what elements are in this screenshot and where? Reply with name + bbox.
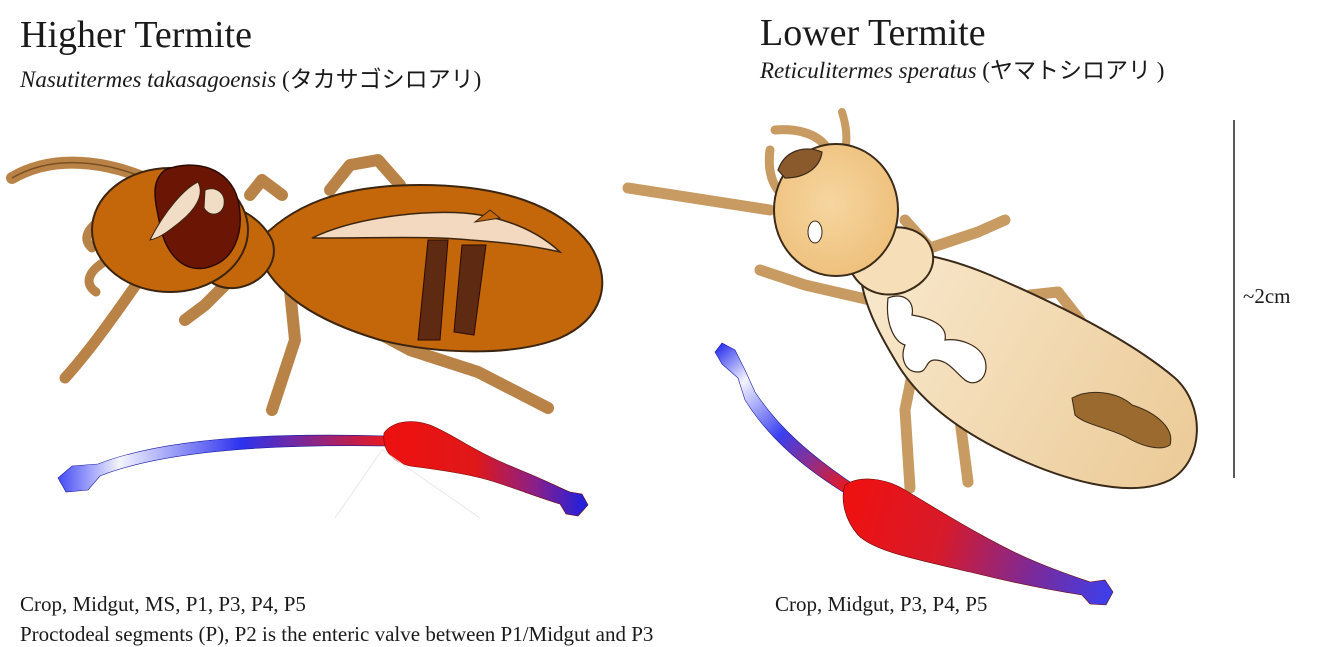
higher-gut-caption: Crop, Midgut, MS, P1, P3, P4, P5 bbox=[20, 594, 306, 615]
higher-leg bbox=[250, 180, 282, 195]
footnote: Proctodeal segments (P), P2 is the enter… bbox=[20, 624, 653, 645]
higher-leg bbox=[272, 290, 295, 410]
higher-gut-diagram bbox=[58, 422, 588, 516]
lower-antenna bbox=[628, 188, 770, 210]
higher-termite-figure bbox=[12, 160, 602, 518]
scale-label: ~2cm bbox=[1243, 286, 1291, 307]
lower-gut-caption: Crop, Midgut, P3, P4, P5 bbox=[775, 594, 987, 615]
lower-termite-figure bbox=[628, 112, 1197, 605]
